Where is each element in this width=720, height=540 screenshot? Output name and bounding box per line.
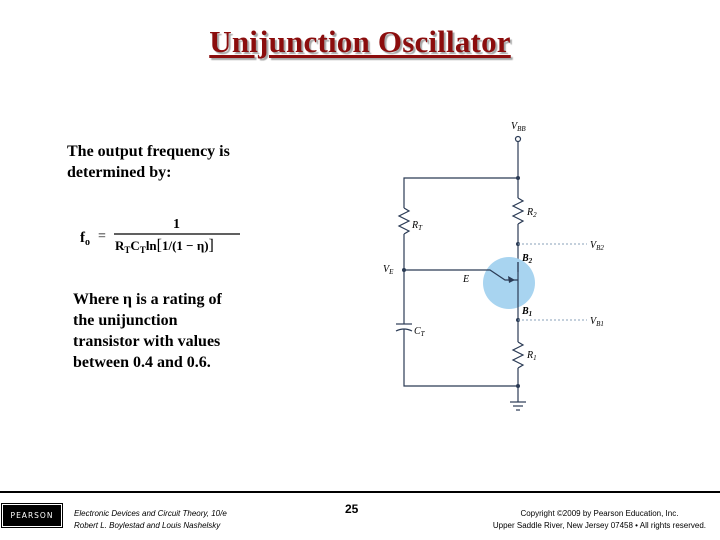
formula-lhs: fo xyxy=(80,230,90,248)
intro-line: The output frequency is xyxy=(67,143,230,160)
slide-title: Unijunction Oscillator xyxy=(209,24,511,59)
vbb-terminal xyxy=(514,135,522,143)
ct-label: CT xyxy=(414,326,426,338)
resistor-rt xyxy=(397,207,411,235)
vbb-label: VBB xyxy=(511,121,526,133)
r1-label: R1 xyxy=(526,350,537,362)
vb2-label: VB2 xyxy=(590,240,604,252)
eta-description: Where η is a rating of the unijunction t… xyxy=(73,289,263,373)
book-authors: Robert L. Boylestad and Louis Nashelsky xyxy=(74,521,221,530)
footer-divider xyxy=(0,491,720,493)
intro-text: The output frequency is determined by: xyxy=(67,141,277,183)
b2-label: B2 xyxy=(521,253,533,265)
page-number: 25 xyxy=(345,502,359,516)
description-line: the unijunction xyxy=(73,312,178,329)
junction-dot xyxy=(516,384,520,388)
frequency-formula: fo = 1 RTCTln[1/(1 − η)] xyxy=(80,217,240,255)
rt-label: RT xyxy=(411,220,423,232)
junction-dot xyxy=(402,268,406,272)
ve-label: VE xyxy=(383,264,394,276)
formula-equals: = xyxy=(98,229,106,244)
copyright-line: Copyright ©2009 by Pearson Education, In… xyxy=(520,509,679,518)
book-title: Electronic Devices and Circuit Theory, 1… xyxy=(74,509,227,518)
ct-bottom-wire xyxy=(403,329,518,387)
rt-top-wire xyxy=(403,177,518,208)
r2-label: R2 xyxy=(526,207,537,219)
emitter-arrow xyxy=(508,276,515,283)
description-line: Where η is a rating of xyxy=(73,291,222,308)
formula-numerator: 1 xyxy=(173,217,180,232)
b1-label: B1 xyxy=(521,306,532,318)
copyright-line: Upper Saddle River, New Jersey 07458 • A… xyxy=(492,521,706,530)
description-line: transistor with values xyxy=(73,333,221,350)
ujt-oscillator-circuit: VBB R2 VB2 B2 E B1 VB1 R1 RT VE CT xyxy=(383,121,604,411)
emitter-label: E xyxy=(462,274,469,285)
vb1-label: VB1 xyxy=(590,316,604,328)
pearson-logo: PEARSON xyxy=(1,503,63,528)
book-credit: Electronic Devices and Circuit Theory, 1… xyxy=(74,508,227,532)
formula-denominator: RTCTln[1/(1 − η)] xyxy=(115,237,214,255)
copyright-notice: Copyright ©2009 by Pearson Education, In… xyxy=(493,508,706,532)
resistor-r1 xyxy=(511,341,525,369)
resistor-r2 xyxy=(511,197,525,225)
description-line: between 0.4 and 0.6. xyxy=(73,354,211,371)
intro-line: determined by: xyxy=(67,164,172,181)
